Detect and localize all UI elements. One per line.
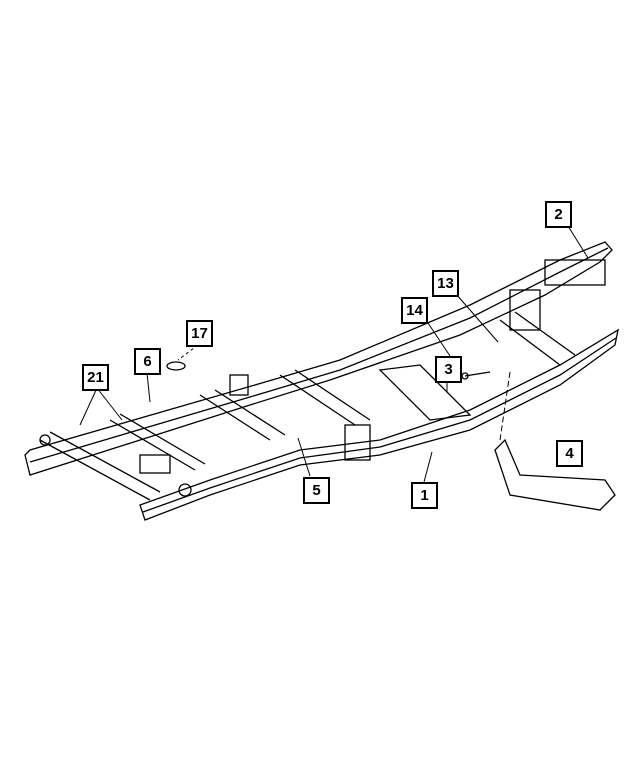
callout-14: 14 (401, 297, 428, 324)
callout-6: 6 (134, 348, 161, 375)
callout-5: 5 (303, 477, 330, 504)
callout-1: 1 (411, 482, 438, 509)
callout-4: 4 (556, 440, 583, 467)
callout-3: 3 (435, 356, 462, 383)
crossmembers (39, 311, 576, 501)
plug-17 (166, 361, 186, 371)
skid-plate-4 (494, 438, 616, 511)
left-frame-rail (24, 241, 613, 476)
brackets (39, 259, 606, 497)
callout-21: 21 (82, 364, 109, 391)
callout-2: 2 (545, 201, 572, 228)
callout-13: 13 (432, 270, 459, 297)
leader-lines (79, 225, 589, 483)
bolt-3 (461, 371, 491, 380)
callout-17: 17 (186, 320, 213, 347)
right-frame-rail (139, 328, 619, 521)
